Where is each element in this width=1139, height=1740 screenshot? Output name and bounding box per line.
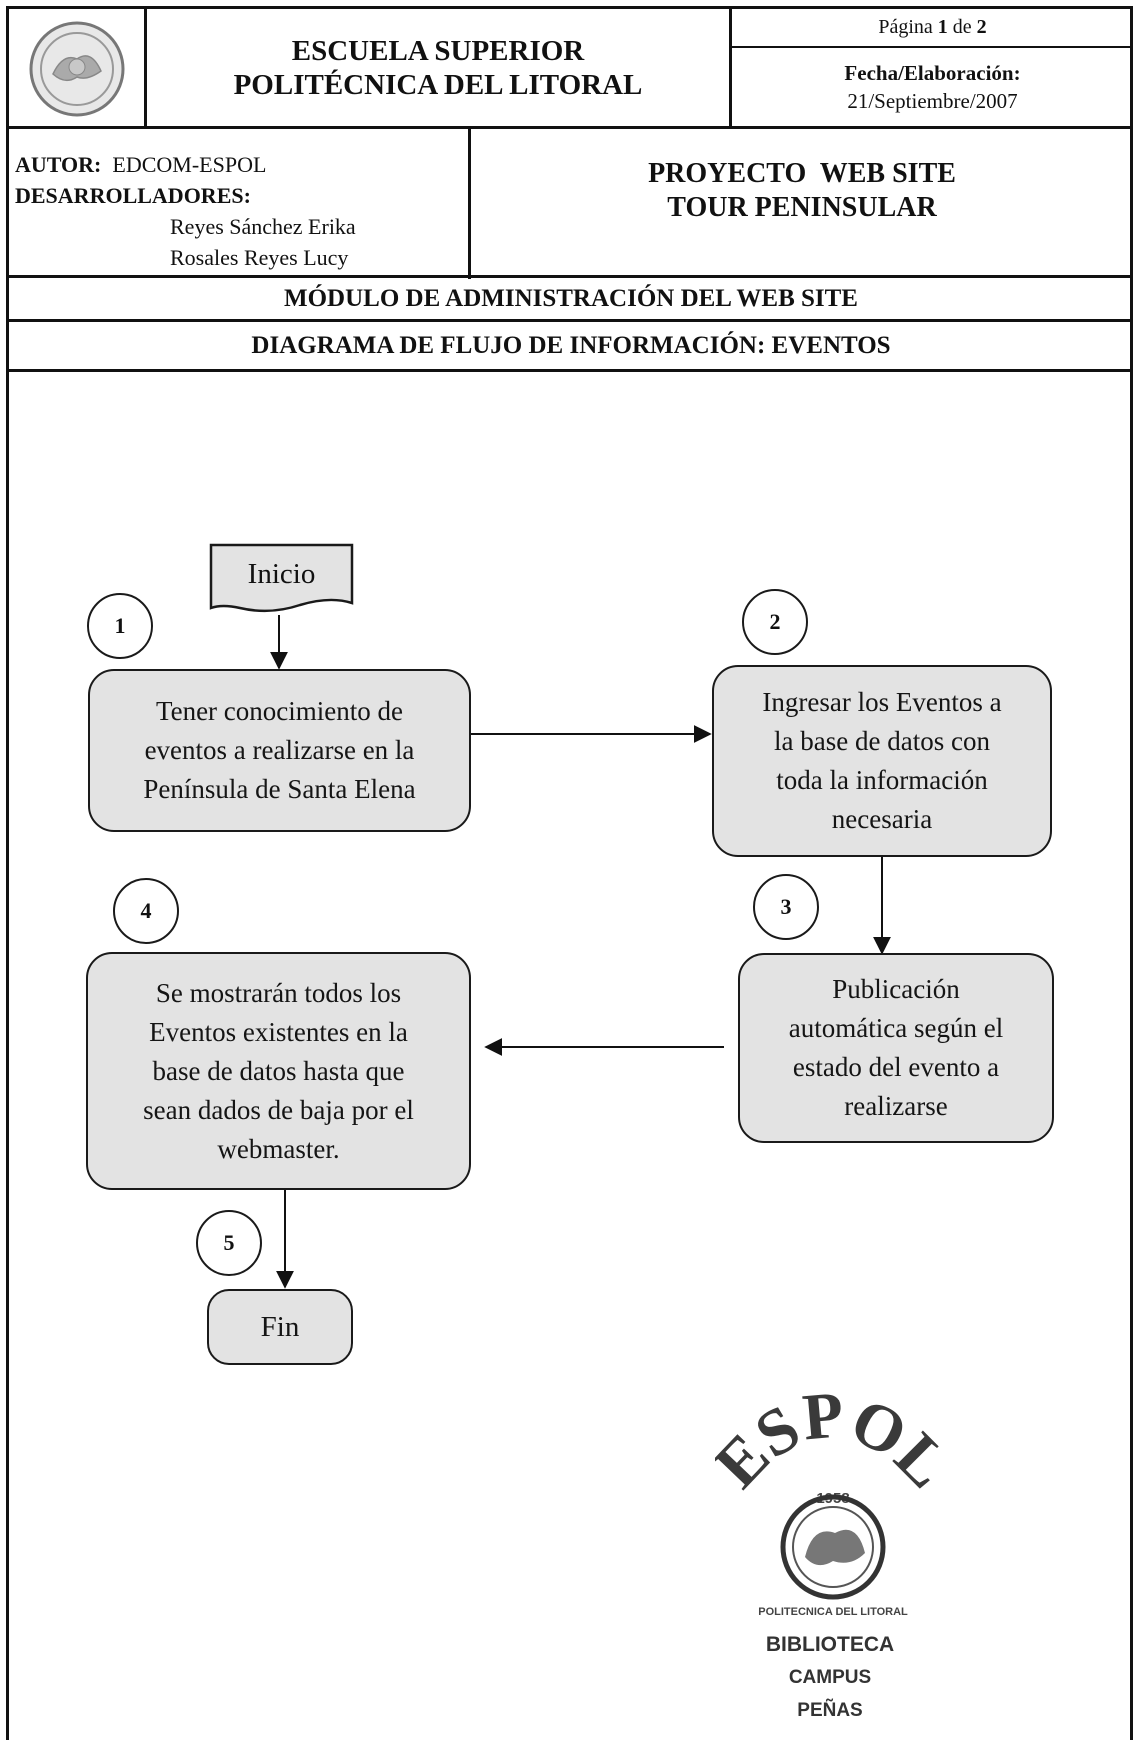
developer-name: Reyes Sánchez Erika bbox=[170, 214, 356, 239]
developer-name: Rosales Reyes Lucy bbox=[170, 245, 349, 270]
stamp-line-2: CAMPUS bbox=[788, 1667, 872, 1688]
document-page: ESCUELA SUPERIOR POLITÉCNICA DEL LITORAL… bbox=[6, 6, 1133, 1740]
page-current: 1 bbox=[937, 16, 948, 38]
page-number: Página 1 de 2 bbox=[732, 9, 1133, 46]
step-2-line: necesaria bbox=[831, 804, 933, 834]
page-total: 2 bbox=[976, 16, 987, 38]
developers-label: DESARROLLADORES: bbox=[15, 183, 251, 208]
date-value: 21/Septiembre/2007 bbox=[847, 89, 1018, 113]
elaboration-date: Fecha/Elaboración: 21/Septiembre/2007 bbox=[732, 48, 1133, 126]
step-2-line: la base de datos con bbox=[774, 726, 990, 756]
step-3-box: Publicación automática según el estado d… bbox=[738, 953, 1054, 1143]
espol-logo bbox=[17, 17, 137, 121]
step-4-line: Eventos existentes en la bbox=[149, 1016, 408, 1047]
step-number-1: 1 bbox=[87, 593, 153, 659]
step-1-line: Tener conocimiento de bbox=[155, 696, 403, 726]
step-3-line: estado del evento a bbox=[792, 1052, 1000, 1082]
diagram-title: DIAGRAMA DE FLUJO DE INFORMACIÓN: EVENTO… bbox=[251, 331, 891, 359]
stamp-top-text: ESPOL bbox=[701, 1378, 964, 1502]
step-number-5: 5 bbox=[196, 1210, 262, 1276]
end-terminal: Fin bbox=[207, 1289, 353, 1365]
authors-block: AUTOR: EDCOM-ESPOL DESARROLLADORES: Reye… bbox=[15, 149, 465, 275]
step-3-line: Publicación bbox=[832, 974, 960, 1004]
project-line-1: PROYECTO WEB SITE bbox=[648, 158, 956, 189]
step-4-line: sean dados de baja por el bbox=[143, 1094, 414, 1125]
date-label: Fecha/Elaboración: bbox=[844, 61, 1021, 85]
espol-seal-icon bbox=[29, 21, 125, 117]
end-terminal-label: Fin bbox=[260, 1310, 300, 1343]
step-4-line: webmaster. bbox=[217, 1133, 340, 1164]
step-2-box: Ingresar los Eventos a la base de datos … bbox=[712, 665, 1052, 857]
start-terminal-label: Inicio bbox=[247, 557, 316, 590]
step-1-line: eventos a realizarse en la bbox=[144, 735, 415, 765]
project-line-2: TOUR PENINSULAR bbox=[667, 192, 937, 223]
step-number-4: 4 bbox=[113, 878, 179, 944]
step-1-box: Tener conocimiento de eventos a realizar… bbox=[88, 669, 471, 832]
step-4-line: Se mostrarán todos los bbox=[155, 977, 402, 1008]
start-shape bbox=[209, 543, 354, 613]
module-title: MÓDULO DE ADMINISTRACIÓN DEL WEB SITE bbox=[284, 284, 858, 312]
stamp-line-3: PEÑAS bbox=[797, 1700, 863, 1721]
step-3-line: realizarse bbox=[844, 1091, 948, 1121]
step-4-line: base de datos hasta que bbox=[152, 1055, 405, 1086]
stamp-ring-text: POLITECNICA DEL LITORAL bbox=[758, 1606, 908, 1618]
page-prefix: Página bbox=[878, 16, 933, 38]
author-value: EDCOM-ESPOL bbox=[112, 152, 267, 177]
espol-library-seal-icon: ESPOL 1958 POLITECNICA DEL LITORAL bbox=[701, 1378, 964, 1618]
library-stamp: ESPOL 1958 POLITECNICA DEL LITORAL BIBLI… bbox=[701, 1375, 964, 1735]
step-4-box: Se mostrarán todos los Eventos existente… bbox=[86, 952, 471, 1190]
stamp-line-1: BIBLIOTECA bbox=[765, 1633, 895, 1656]
step-1-line: Península de Santa Elena bbox=[143, 774, 416, 804]
page-sep: de bbox=[952, 16, 972, 38]
institution-name: ESCUELA SUPERIOR POLITÉCNICA DEL LITORAL bbox=[147, 9, 729, 126]
svg-text:ESPOL: ESPOL bbox=[715, 1378, 945, 1502]
step-2-line: toda la información bbox=[776, 765, 988, 795]
institution-line-1: ESCUELA SUPERIOR bbox=[291, 34, 585, 67]
step-number-2: 2 bbox=[742, 589, 808, 655]
step-2-line: Ingresar los Eventos a bbox=[762, 687, 1002, 717]
step-number-3: 3 bbox=[753, 874, 819, 940]
project-title: PROYECTO WEB SITE TOUR PENINSULAR bbox=[471, 157, 1133, 257]
step-3-line: automática según el bbox=[788, 1013, 1004, 1043]
institution-line-2: POLITÉCNICA DEL LITORAL bbox=[233, 68, 643, 101]
author-label: AUTOR: bbox=[15, 152, 102, 177]
